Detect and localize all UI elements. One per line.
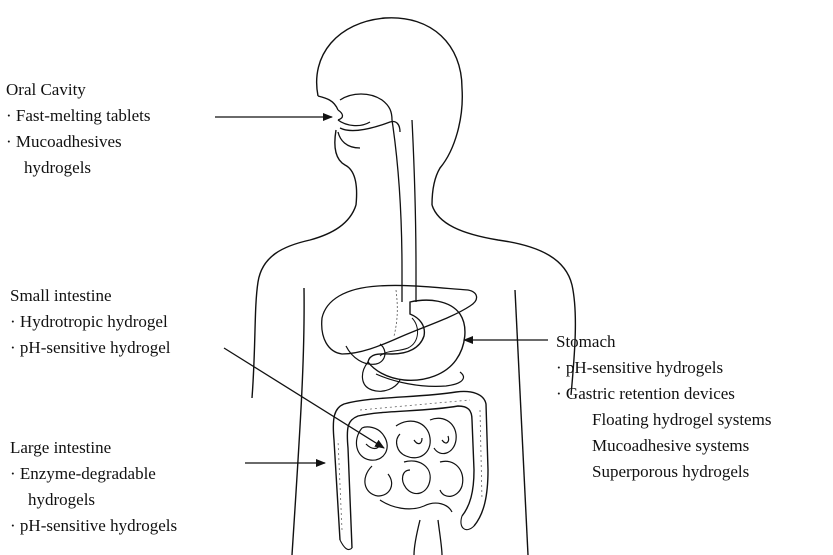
small-intestine-item: · pH-sensitive hydrogel (10, 336, 171, 359)
esophagus (392, 120, 416, 302)
liver (322, 285, 477, 354)
large-intestine-item: · pH-sensitive hydrogels (10, 514, 177, 537)
small-intestine-heading: Small intestine (10, 284, 112, 307)
mouth-outline (318, 94, 400, 148)
stomach (368, 300, 465, 380)
large-intestine-heading: Large intestine (10, 436, 111, 459)
stomach-item: · Gastric retention devices (556, 382, 735, 405)
oral-cavity-heading: Oral Cavity (6, 78, 86, 101)
small-intestine-arrow (224, 348, 384, 448)
large-intestine-item: hydrogels (28, 488, 95, 511)
stomach-heading: Stomach (556, 330, 616, 353)
stomach-sub-item: Floating hydrogel systems (592, 408, 771, 431)
oral-cavity-item: hydrogels (24, 156, 91, 179)
rectum (414, 520, 442, 555)
large-intestine-item: · Enzyme-degradable (10, 462, 156, 485)
oral-cavity-item: · Fast-melting tablets (6, 104, 150, 127)
liver-lobe-line (394, 290, 397, 336)
stomach-item: · pH-sensitive hydrogels (556, 356, 723, 379)
stomach-sub-item: Superporous hydrogels (592, 460, 749, 483)
small-intestine (356, 418, 462, 512)
small-intestine-item: · Hydrotropic hydrogel (10, 310, 168, 333)
oral-cavity-item: · Mucoadhesives (6, 130, 122, 153)
large-intestine (333, 392, 488, 550)
colon-haustra-dashes (338, 400, 482, 530)
label-arrows (215, 117, 548, 463)
stomach-sub-item: Mucoadhesive systems (592, 434, 749, 457)
